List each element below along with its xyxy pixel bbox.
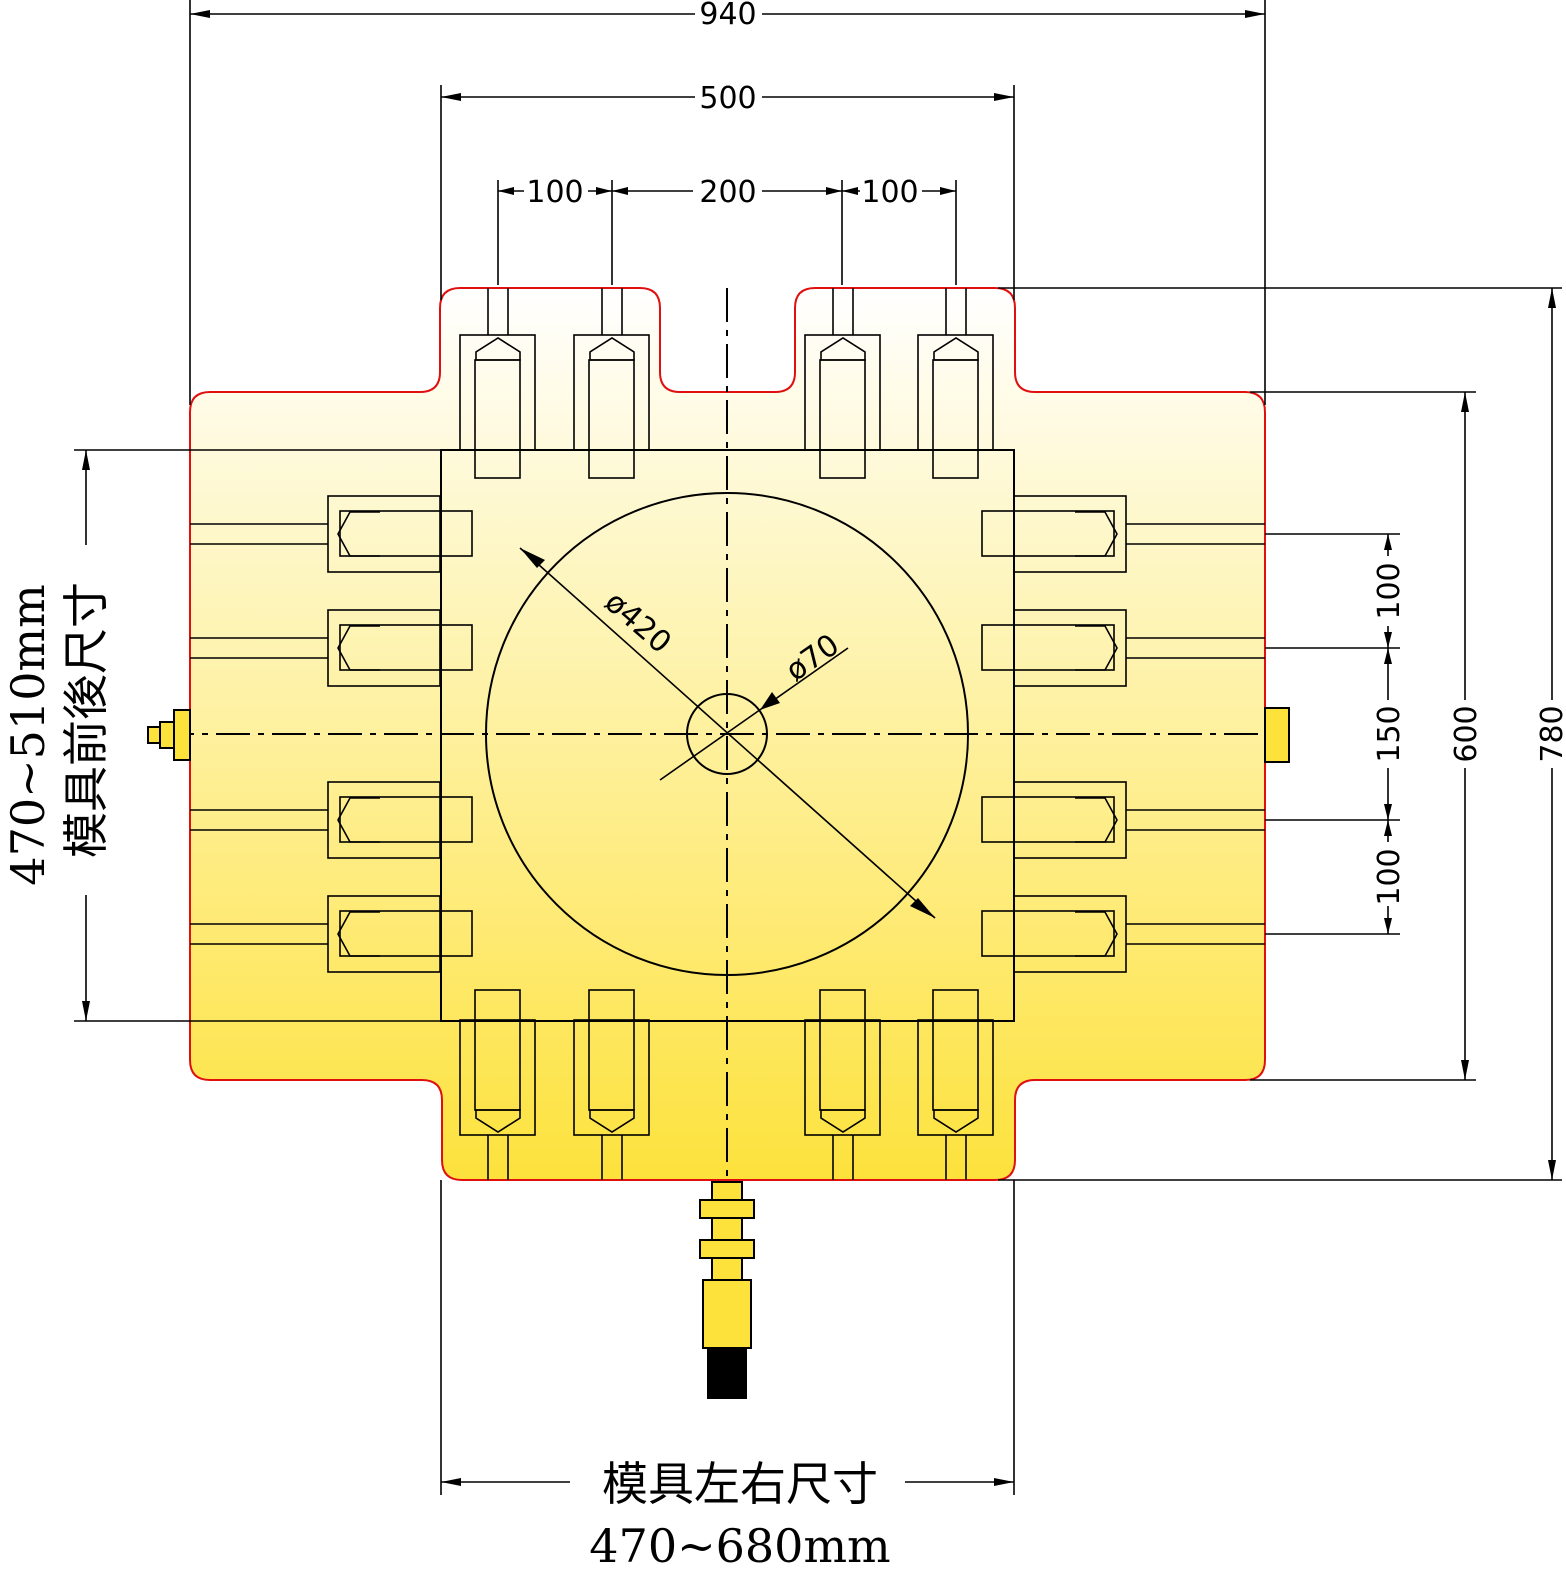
left-clamps: [190, 495, 473, 973]
dim-front-back: [74, 449, 440, 1022]
dim-v-pitch-top-label: 100: [1372, 562, 1407, 619]
clamp-right-3: [981, 781, 1265, 859]
dim-600-label: 600: [1449, 705, 1484, 762]
clamp-left-1: [190, 495, 473, 573]
dim-pitch-mid-label: 200: [699, 175, 756, 210]
bottom-hose-connector: [699, 1181, 755, 1399]
dim-inner-width: [440, 85, 1015, 300]
dim-940-label: 940: [699, 0, 756, 32]
clamp-bottom-4: [917, 989, 994, 1180]
bottom-clamps: [459, 989, 994, 1180]
clamp-bottom-3: [804, 989, 881, 1180]
dim-overall-width: [189, 0, 1266, 405]
left-right-range-label: 470~680mm: [589, 1519, 890, 1571]
front-back-range-label: 470~510mm: [1, 584, 55, 885]
dim-pitch-left-label: 100: [526, 175, 583, 210]
dim-500-label: 500: [699, 81, 756, 116]
dim-v-pitch: [1265, 533, 1400, 935]
dim-v-pitch-mid-label: 150: [1372, 705, 1407, 762]
dim-height-body: [1250, 391, 1476, 1081]
top-clamps: [459, 288, 994, 479]
diameter-420-arrow-bottom: [910, 898, 935, 918]
dim-height-overall: [998, 287, 1562, 1181]
right-fitting: [1264, 707, 1290, 763]
clamp-top-2: [573, 288, 650, 479]
dim-pitch-right-label: 100: [861, 175, 918, 210]
dim-780-label: 780: [1535, 705, 1566, 762]
diameter-420-arrow-top: [520, 548, 545, 568]
clamp-top-4: [917, 288, 994, 479]
left-right-title-label: 模具左右尺寸: [602, 1457, 878, 1511]
clamp-right-4: [981, 895, 1265, 973]
clamp-right-1: [981, 495, 1265, 573]
dim-pitch-row: [497, 180, 957, 285]
right-clamps: [981, 495, 1265, 973]
clamp-bottom-1: [459, 989, 536, 1180]
dim-left-right: [440, 1180, 1015, 1495]
clamp-left-4: [190, 895, 473, 973]
clamp-top-1: [459, 288, 536, 479]
left-fitting: [147, 709, 191, 761]
diameter-70-arrow: [760, 692, 780, 710]
front-back-title-label: 模具前後尺寸: [59, 582, 113, 858]
clamp-right-2: [981, 609, 1265, 687]
clamp-left-3: [190, 781, 473, 859]
clamp-bottom-2: [573, 989, 650, 1180]
clamp-left-2: [190, 609, 473, 687]
clamp-top-3: [804, 288, 881, 479]
dim-v-pitch-bot-label: 100: [1372, 848, 1407, 905]
diameter-70-leader: [659, 647, 849, 781]
